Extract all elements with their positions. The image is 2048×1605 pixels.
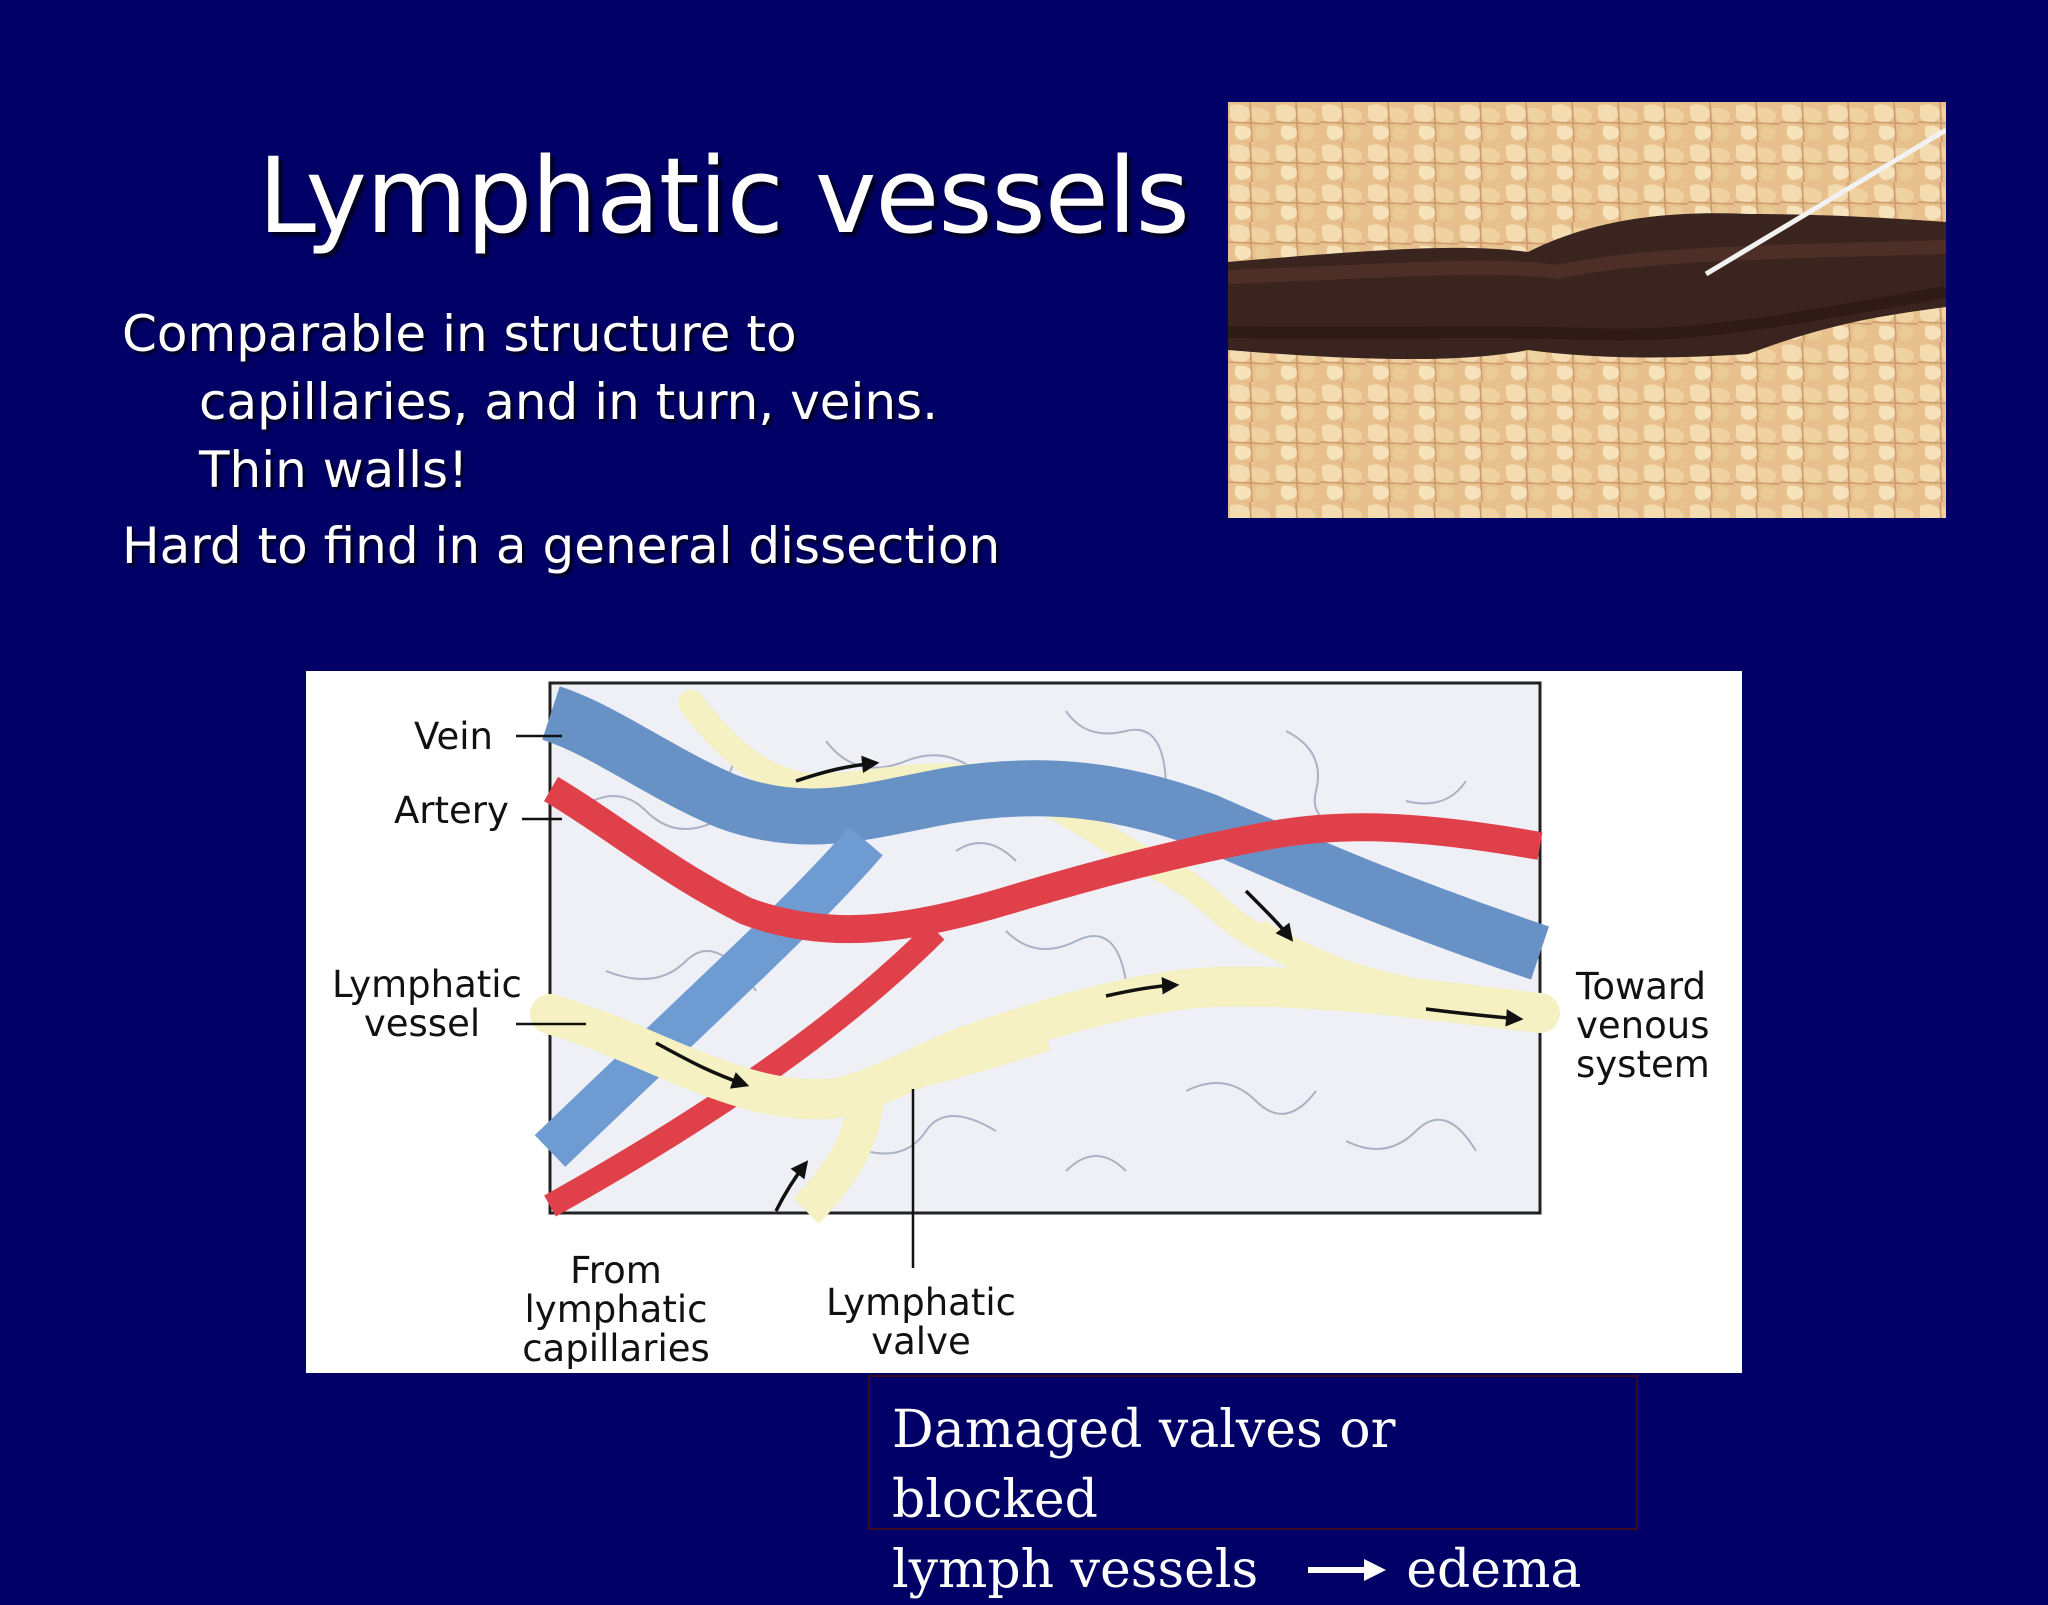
dissection-photo (1228, 102, 1946, 518)
dissection-photo-icon (1228, 102, 1946, 518)
label-toward-venous-system: Toward venous system (1576, 965, 1710, 1086)
bullet-item-dissection: Hard to find in a general dissection (122, 517, 1001, 575)
right-arrow-icon (1308, 1559, 1387, 1581)
label-lymphatic-vessel: Lymphatic vessel (332, 963, 522, 1045)
label-lymphatic-valve: Lymphatic valve (826, 1281, 1016, 1363)
edema-note: Damaged valves or blocked lymph vessels … (868, 1375, 1638, 1600)
label-vein: Vein (414, 715, 493, 758)
bullet-list: Comparable in structure to capillaries, … (122, 300, 1022, 588)
label-artery: Artery (394, 789, 509, 832)
bullet-item-structure: Comparable in structure to capillaries, … (122, 305, 938, 499)
note-line-2: lymph vessels edema (892, 1535, 1616, 1605)
lymphatic-diagram: Vein Artery Lymphatic vessel Toward veno… (306, 671, 1742, 1373)
note-edema: edema (1406, 1540, 1582, 1600)
label-from-lymphatic-capillaries: From lymphatic capillaries (522, 1249, 710, 1370)
vessel-illustration (516, 681, 1560, 1268)
note-line-1: Damaged valves or blocked (892, 1400, 1396, 1530)
slide-title: Lymphatic vessels (258, 135, 1190, 257)
flow-arrows (655, 755, 1524, 1212)
leader-lines (516, 734, 915, 1268)
note-lymph-vessels: lymph vessels (892, 1540, 1259, 1600)
